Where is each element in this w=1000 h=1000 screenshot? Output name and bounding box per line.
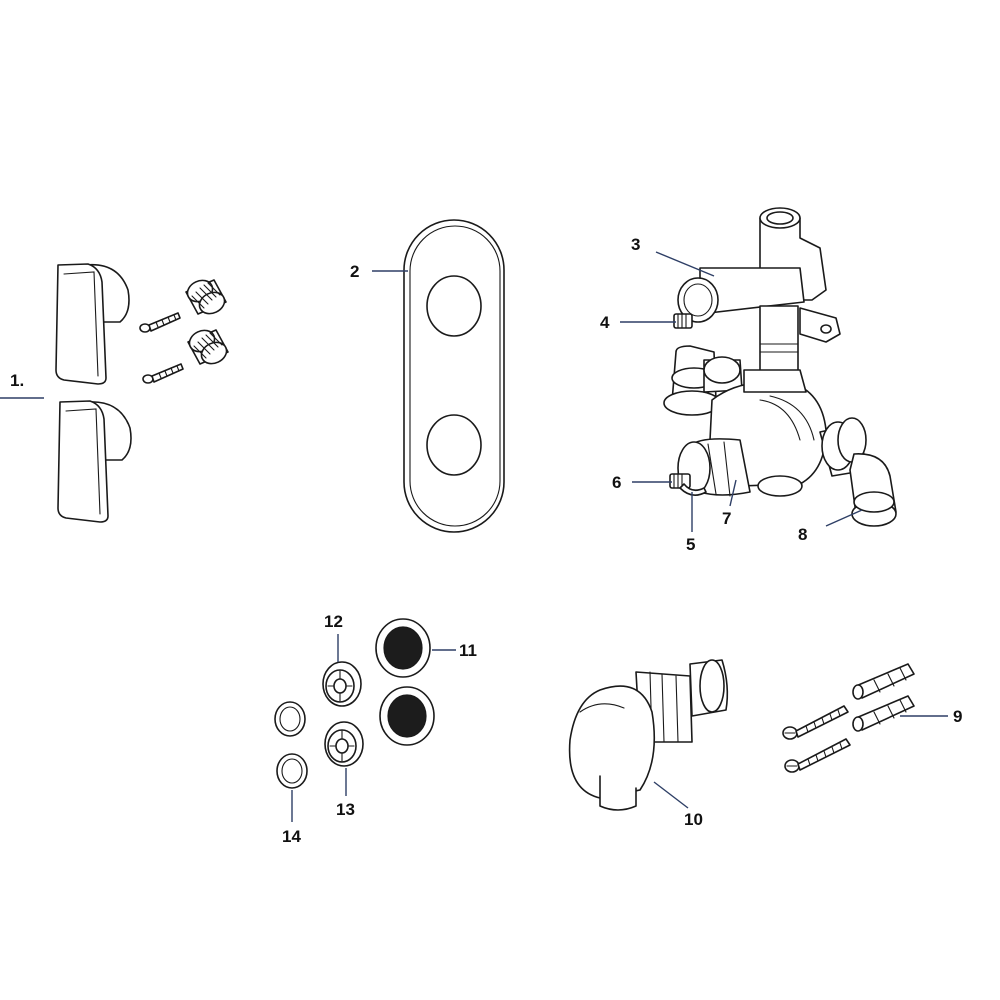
wood-screw-upper (782, 705, 849, 740)
callout-12: 12 (324, 612, 343, 631)
callout-5: 5 (686, 535, 695, 554)
callout-4: 4 (600, 313, 610, 332)
callout-10: 10 (684, 810, 703, 829)
handle-upper (55, 263, 130, 385)
part-14-ring-lower (276, 753, 308, 789)
leader-7 (729, 479, 737, 507)
spline-adaptor-lower (187, 329, 229, 365)
leader-3 (655, 251, 715, 277)
wall-plug-lower (852, 695, 915, 732)
spline-adaptor-upper (185, 279, 227, 315)
part-14-ring-upper (274, 701, 306, 737)
diverter-housing (677, 207, 841, 375)
callout-3: 3 (631, 235, 640, 254)
part-11-filter-upper (375, 618, 431, 678)
leader-8 (825, 509, 863, 527)
part-4-spindle (673, 313, 693, 329)
filters-and-seals: 11 12 13 14 (274, 612, 477, 846)
part-8-outlet-elbow (819, 417, 897, 527)
part-13-check-valve (324, 721, 364, 767)
part-6-spindle (669, 473, 691, 489)
callout-8: 8 (798, 525, 807, 544)
part-10-wall-outlet: 10 (568, 659, 729, 829)
callout-14: 14 (282, 827, 301, 846)
wood-screw-lower (784, 738, 851, 773)
callout-9: 9 (953, 707, 962, 726)
grub-screw-upper (139, 312, 181, 333)
callout-11: 11 (459, 641, 477, 660)
handle-lower (57, 400, 132, 523)
callout-6: 6 (612, 473, 621, 492)
part-1-handle-set: 1. (0, 263, 229, 523)
left-elbow-connector (663, 345, 743, 416)
callout-13: 13 (336, 800, 355, 819)
part-12-check-valve (322, 661, 362, 707)
wall-plug-upper (852, 663, 915, 700)
part-11-filter-lower (379, 686, 435, 746)
valve-assembly: 3 4 5 6 7 8 (600, 207, 897, 554)
callout-2: 2 (350, 262, 359, 281)
callout-1: 1. (10, 371, 24, 390)
part-5-clip (679, 483, 707, 496)
grub-screw-lower (142, 363, 184, 384)
leader-10 (653, 781, 689, 809)
part-2-cover-plate: 2 (350, 219, 505, 533)
part-9-fixings: 9 (782, 663, 962, 773)
callout-7: 7 (722, 509, 731, 528)
